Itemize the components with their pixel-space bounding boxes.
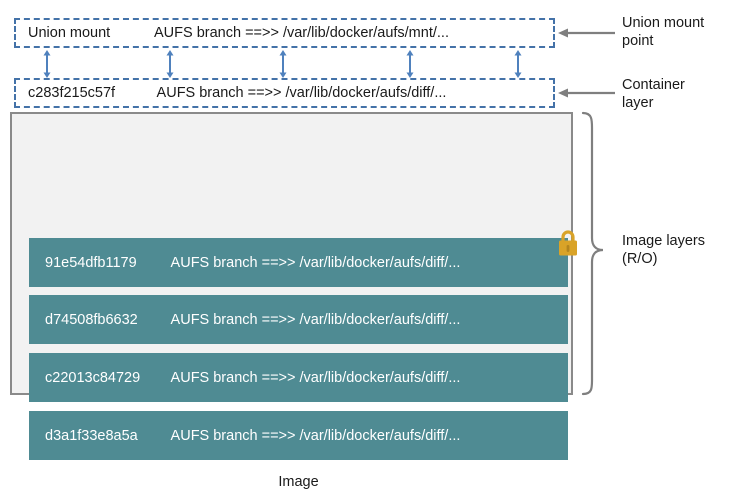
callout-label-union-mount-point: Union mount point [622, 15, 705, 49]
aufs-layer-diagram: Union mount AUFS branch ==>> /var/lib/do… [10, 15, 706, 490]
container-layer-box: c283f215c57f AUFS branch ==>> /var/lib/d… [14, 78, 555, 108]
union-mount-id: Union mount [28, 25, 111, 41]
double-headed-arrow-icon [404, 50, 416, 78]
container-layer-branch-path: AUFS branch ==>> /var/lib/docker/aufs/di… [156, 85, 447, 101]
double-headed-arrow-icon [277, 50, 289, 78]
image-layer-row: 91e54dfb1179 AUFS branch ==>> /var/lib/d… [29, 238, 568, 287]
double-headed-arrow-icon [512, 50, 524, 78]
image-layer-branch-path: AUFS branch ==>> /var/lib/docker/aufs/di… [170, 427, 461, 444]
union-mount-branch-path: AUFS branch ==>> /var/lib/docker/aufs/mn… [154, 25, 449, 41]
image-layer-branch-path: AUFS branch ==>> /var/lib/docker/aufs/di… [170, 254, 461, 271]
image-layer-branch-path: AUFS branch ==>> /var/lib/docker/aufs/di… [170, 311, 461, 328]
lock-icon [556, 228, 580, 258]
container-layer-id: c283f215c57f [28, 85, 116, 101]
left-arrow-icon [558, 28, 615, 38]
left-arrow-icon [558, 88, 615, 98]
image-caption-label: Image [278, 474, 319, 490]
double-headed-arrow-icon [164, 50, 176, 78]
union-mount-box: Union mount AUFS branch ==>> /var/lib/do… [14, 18, 555, 48]
image-layer-id: c22013c84729 [45, 369, 141, 386]
image-layer-row: c22013c84729 AUFS branch ==>> /var/lib/d… [29, 353, 568, 402]
image-layer-row: d74508fb6632 AUFS branch ==>> /var/lib/d… [29, 295, 568, 344]
curly-brace-icon [581, 111, 604, 396]
image-layer-id: 91e54dfb1179 [45, 254, 137, 271]
image-container-box: 91e54dfb1179 AUFS branch ==>> /var/lib/d… [10, 112, 573, 490]
callout-label-image-layers: Image layers (R/O) [622, 233, 706, 267]
image-layer-branch-path: AUFS branch ==>> /var/lib/docker/aufs/di… [170, 369, 461, 386]
callout-label-container-layer: Container layer [622, 77, 685, 111]
double-headed-arrow-icon [41, 50, 53, 78]
image-layer-id: d74508fb6632 [45, 311, 138, 328]
image-layer-row: d3a1f33e8a5a AUFS branch ==>> /var/lib/d… [29, 411, 568, 460]
